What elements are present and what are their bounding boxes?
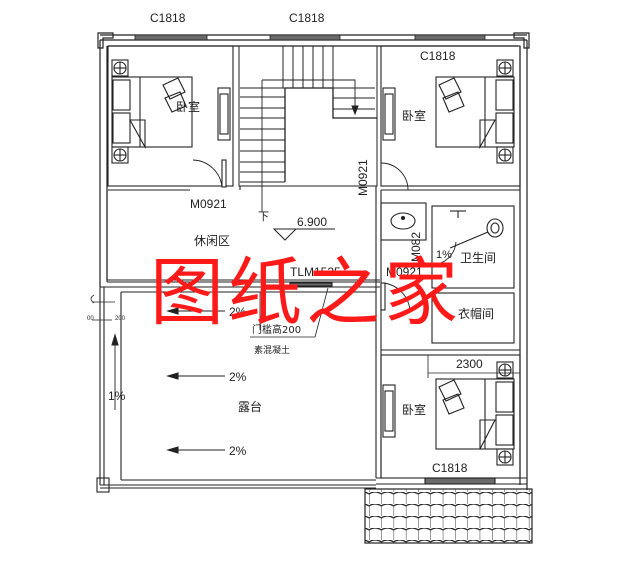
- slope-label-terrace-3: 2%: [229, 444, 247, 458]
- slope-label-side: 1%: [108, 389, 126, 403]
- room-label-cloakroom: 衣帽间: [458, 306, 494, 321]
- wall-dimension-b: 200: [115, 316, 126, 322]
- door-label-left-bedroom: M0921: [190, 197, 227, 211]
- window-label-top-center: C1818: [289, 11, 325, 25]
- door-label-bathroom-vertical: M082: [409, 232, 423, 262]
- bedroom-bottom-right: [376, 354, 527, 485]
- slope-label-terrace-2: 2%: [229, 370, 247, 384]
- wall-dimension-a: 00: [87, 316, 94, 322]
- watermark: 图纸之家: [150, 250, 462, 336]
- elevation-marker: [272, 228, 335, 241]
- stair-down-label: 下: [258, 210, 269, 223]
- dimension-label: 2300: [456, 357, 483, 371]
- stairwell: [238, 45, 378, 212]
- door-label-right-bedroom: M0921: [356, 159, 370, 196]
- room-label-bedroom-top-left: 卧室: [176, 99, 200, 114]
- labels: C1818 C1818 C1818 C1818 卧室 卧室 卧室 休闲区 露台 …: [87, 11, 496, 475]
- door-label-terrace-sliding: TLM1525: [290, 265, 341, 279]
- room-label-lounge: 休闲区: [194, 234, 230, 248]
- elevation-label: 6.900: [297, 215, 327, 229]
- top-windows: [134, 34, 486, 41]
- window-label-top-right: C1818: [420, 49, 456, 63]
- window-label-top-left: C1818: [150, 11, 186, 25]
- room-label-bathroom: 卫生间: [460, 251, 496, 265]
- bedroom-top-left: [107, 45, 234, 191]
- roof-tiles: [364, 488, 533, 544]
- terrace: [90, 287, 376, 493]
- room-label-bedroom-top-right: 卧室: [402, 108, 426, 123]
- room-label-terrace: 露台: [238, 399, 262, 414]
- window-label-bottom-right: C1818: [432, 461, 468, 475]
- sill-height-note: 门槛高200: [252, 323, 301, 336]
- lounge-area: [100, 186, 380, 288]
- slope-label-bathroom: 1%: [436, 249, 452, 261]
- room-label-bedroom-bottom-right: 卧室: [402, 402, 426, 417]
- slope-label-terrace-1: 2%: [229, 305, 247, 319]
- door-label-bathroom-entry: M0921: [386, 265, 423, 279]
- sill-material-note: 素混凝土: [254, 344, 290, 356]
- bedroom-top-right: [380, 45, 521, 191]
